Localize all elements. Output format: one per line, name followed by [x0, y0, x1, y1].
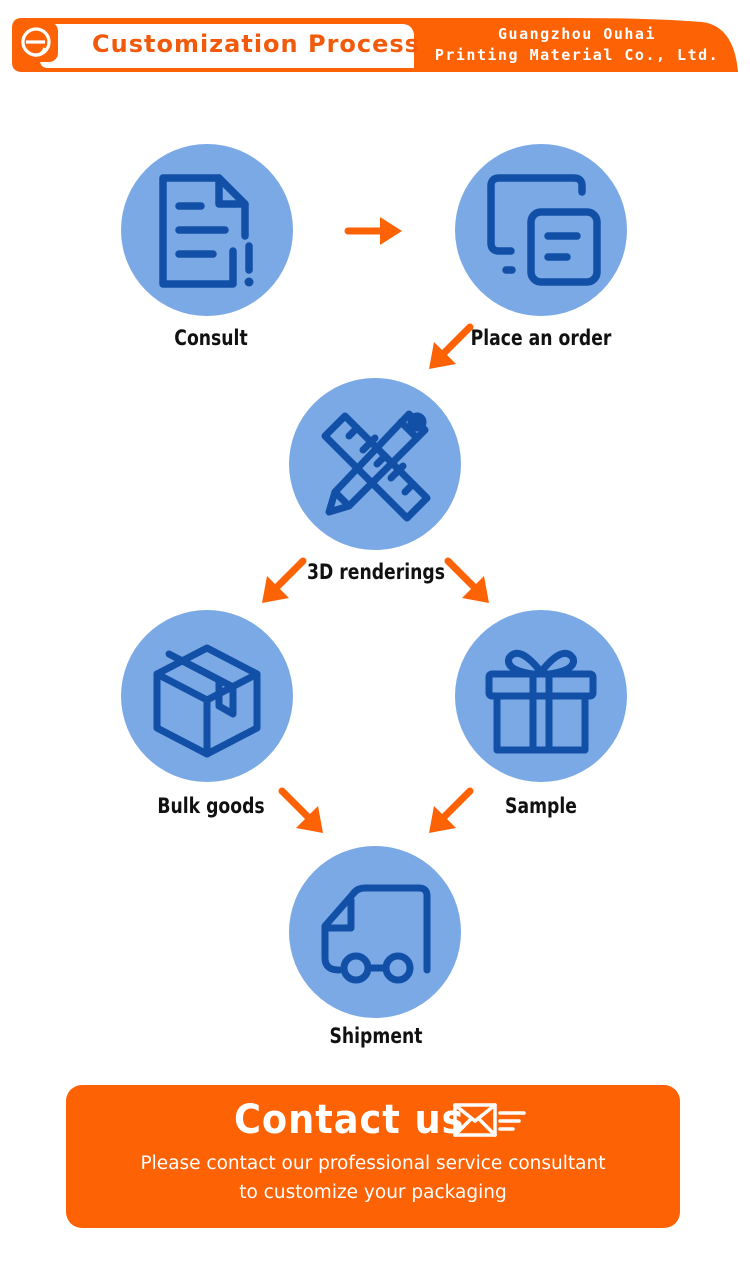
- contact-description: Please contact our professional service …: [66, 1149, 680, 1207]
- contact-line2: to customize your packaging: [239, 1182, 507, 1203]
- box-icon: [153, 644, 261, 758]
- step-consult-circle: [121, 144, 293, 316]
- gift-icon: [485, 649, 597, 754]
- step-label-renderings: 3D renderings: [307, 560, 445, 584]
- arrow-down-left-icon: [429, 787, 474, 833]
- step-label-bulk: Bulk goods: [157, 794, 265, 818]
- step-label-order: Place an order: [470, 326, 612, 350]
- step-label-consult: Consult: [174, 326, 248, 350]
- contact-title: Contact us: [234, 1097, 465, 1143]
- document-icon: [159, 174, 254, 288]
- company-logo-icon: [14, 22, 58, 62]
- step-order-circle: [455, 144, 627, 316]
- arrow-down-left-icon: [262, 557, 307, 603]
- banner-background: [12, 18, 738, 72]
- order-screen-icon: [487, 174, 601, 286]
- mail-icon: [453, 1103, 526, 1137]
- step-label-sample: Sample: [505, 794, 577, 818]
- ruler-pencil-icon: [321, 410, 431, 522]
- arrow-down-right-icon: [444, 557, 489, 603]
- step-renderings-circle: [289, 378, 461, 550]
- arrow-down-right-icon: [278, 787, 323, 833]
- arrow-right-icon: [344, 217, 402, 245]
- step-shipment-circle: [289, 846, 461, 1018]
- company-name-line1: Guangzhou Ouhai: [498, 25, 656, 43]
- company-name: Guangzhou Ouhai Printing Material Co., L…: [422, 24, 732, 66]
- company-name-line2: Printing Material Co., Ltd.: [434, 46, 720, 64]
- contact-box[interactable]: Contact us Please contact our profession…: [66, 1085, 680, 1228]
- step-bulk-circle: [121, 610, 293, 782]
- step-label-shipment: Shipment: [329, 1024, 423, 1048]
- step-sample-circle: [455, 610, 627, 782]
- truck-icon: [321, 884, 431, 984]
- page-title: Customization Process: [92, 30, 420, 58]
- contact-line1: Please contact our professional service …: [140, 1153, 606, 1174]
- arrow-down-left-icon: [429, 323, 474, 369]
- header-banner: Customization Process Guangzhou Ouhai Pr…: [12, 18, 738, 72]
